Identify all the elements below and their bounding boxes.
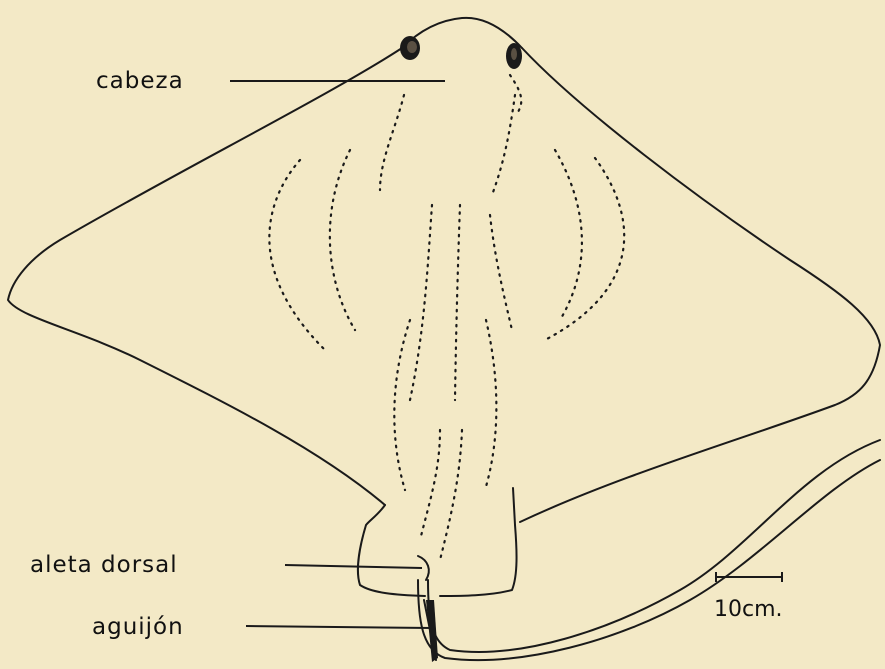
eyes xyxy=(400,36,522,69)
label-dorsal-fin: aleta dorsal xyxy=(30,552,178,578)
label-dorsal-fin-group: aleta dorsal xyxy=(30,552,422,578)
label-spine: aguijón xyxy=(92,614,184,640)
label-head: cabeza xyxy=(96,68,184,94)
label-spine-group: aguijón xyxy=(92,614,432,640)
leader-line-spine xyxy=(246,626,432,628)
label-head-group: cabeza xyxy=(96,68,445,94)
scale-bar: 10cm. xyxy=(714,572,783,622)
leader-line-dorsal-fin xyxy=(285,565,422,568)
internal-dotted-lines xyxy=(269,75,624,560)
spine-shape xyxy=(424,600,438,662)
scale-bar-label: 10cm. xyxy=(714,597,783,622)
